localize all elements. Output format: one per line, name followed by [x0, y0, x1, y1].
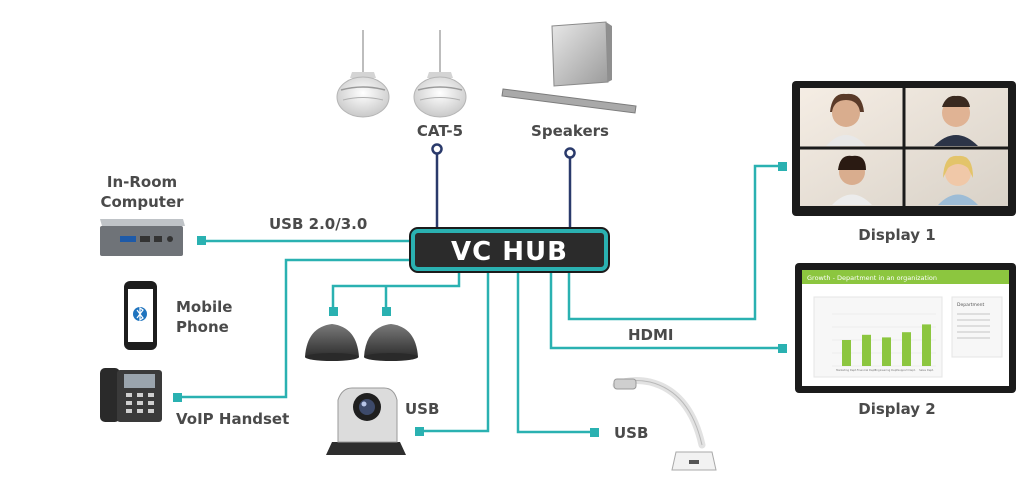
mini-chart-category-label: Engineering Dept.: [875, 368, 899, 372]
hdmi-display1-line: [567, 164, 782, 321]
speakers-port: [564, 147, 576, 159]
display2-monitor-icon: Growth - Department in an organization M…: [795, 263, 1016, 393]
hdmi-label: HDMI: [628, 326, 674, 344]
cat5-label: CAT-5: [417, 122, 463, 140]
subwoofer-icon: [551, 21, 612, 87]
document-camera-icon: [612, 377, 717, 471]
mics-line: [331, 271, 461, 311]
ceiling-microphone-icon: [413, 30, 467, 118]
mini-chart-bar: [922, 324, 931, 366]
participant-icon: [934, 95, 978, 146]
mini-chart-bar: [842, 340, 851, 366]
participant-icon: [826, 93, 866, 146]
ptz-camera-icon: [326, 387, 406, 455]
mini-chart-category-label: Support Dept.: [897, 368, 915, 372]
in-room-computer-label: In-Room Computer: [100, 173, 184, 212]
usb-computer-label: USB 2.0/3.0: [269, 215, 367, 233]
usb-doc-camera-label: USB: [614, 424, 648, 442]
ceiling-microphone-icon: [336, 30, 390, 118]
top-cables: [431, 143, 576, 229]
usb-camera-line: [419, 271, 490, 433]
mini-chart-bar: [882, 337, 891, 366]
connection-lines: [177, 164, 782, 434]
speakers-label: Speakers: [531, 122, 609, 140]
mini-chart-category-label: Financial Dept.: [857, 368, 876, 372]
mini-bar-chart: Marketing Dept.Financial Dept.Engineerin…: [832, 313, 936, 372]
vc-hub-label: VC HUB: [451, 237, 568, 267]
soundbar-icon: [501, 88, 637, 114]
voip-handset-line: [177, 258, 411, 399]
mini-chart-category-label: Sales Dept.: [919, 368, 934, 372]
usb-doc-camera-line: [516, 271, 594, 434]
hdmi-display2-line: [549, 271, 782, 350]
table-microphone-icon: [364, 324, 418, 361]
mini-chart-category-label: Marketing Dept.: [836, 368, 857, 372]
mini-pc-icon: [100, 219, 185, 256]
mobile-phone-label: Mobile Phone: [176, 298, 233, 337]
cat5-port: [431, 143, 443, 155]
bluetooth-phone-icon: [124, 281, 157, 350]
participant-icon: [938, 155, 978, 205]
display2-panel-title: Department: [957, 302, 984, 308]
connectors: [173, 162, 787, 437]
usb-camera-label: USB: [405, 400, 439, 418]
display2-label: Display 2: [858, 400, 936, 418]
display1-monitor-icon: [792, 81, 1016, 216]
voip-handset-label: VoIP Handset: [176, 410, 289, 428]
vc-hub: VC HUB: [411, 229, 608, 271]
mini-chart-bar: [902, 332, 911, 366]
display2-title: Growth - Department in an organization: [807, 274, 937, 282]
display1-label: Display 1: [858, 226, 936, 244]
mini-chart-bar: [862, 334, 871, 366]
participant-icon: [832, 155, 872, 205]
table-microphone-icon: [305, 324, 359, 361]
voip-phone-icon: [100, 368, 162, 422]
